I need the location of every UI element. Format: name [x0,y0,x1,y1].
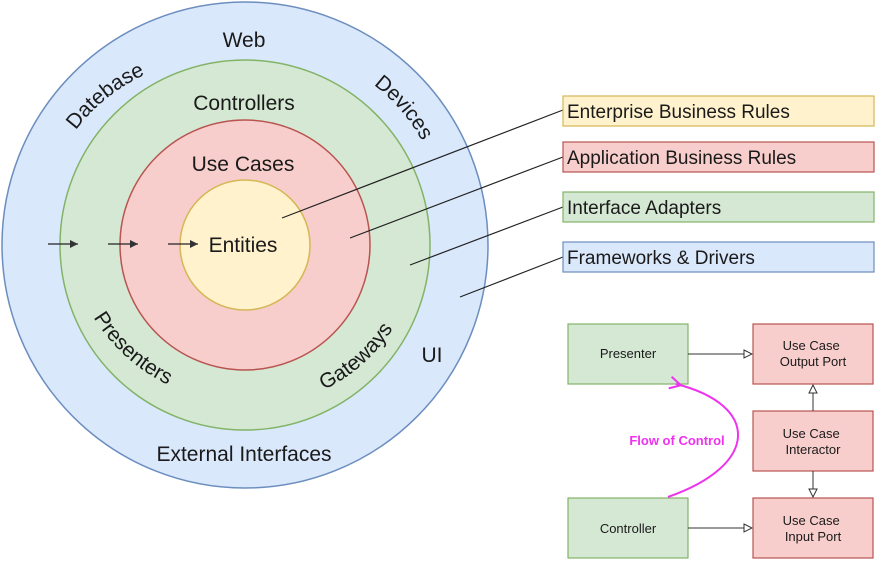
output-port-label: Use Case Output Port [780,338,847,369]
controller-label: Controller [600,521,657,536]
output-port-line2: Output Port [780,354,847,369]
legend-application-label: Application Business Rules [567,148,796,169]
legend-frameworks-label: Frameworks & Drivers [567,248,755,269]
legend-adapters-box [562,191,875,223]
input-port-line1: Use Case [783,513,840,528]
presenter-box [567,323,689,385]
leader-enterprise [281,109,564,219]
leader-frameworks [459,256,564,298]
use-cases-label: Use Cases [192,153,295,176]
legend-enterprise-box [562,95,875,127]
controllers-label: Controllers [193,92,295,115]
interactor-line1: Use Case [783,426,840,441]
interactor-label: Use Case Interactor [783,426,844,457]
flow-of-control-arrow [667,384,739,498]
input-port-box [752,497,874,559]
output-port-box [752,323,874,385]
legend-adapters-label: Interface Adapters [567,198,721,219]
interactor-line2: Interactor [786,442,842,457]
external-interfaces-label: External Interfaces [156,443,331,466]
entities-ring [179,179,311,311]
web-label: Web [223,29,266,52]
interactor-box [752,410,874,472]
flow-of-control-label: Flow of Control [629,433,724,448]
legend-frameworks-box [562,241,875,273]
legend-application-box [562,141,875,173]
leader-adapters [409,206,564,266]
ui-label: UI [422,344,443,367]
presenter-label: Presenter [600,346,657,361]
input-port-label: Use Case Input Port [783,513,844,544]
legend-enterprise-label: Enterprise Business Rules [567,102,790,123]
output-port-line1: Use Case [783,338,840,353]
leader-application [349,156,564,239]
entities-label: Entities [209,234,278,257]
input-port-line2: Input Port [785,529,842,544]
